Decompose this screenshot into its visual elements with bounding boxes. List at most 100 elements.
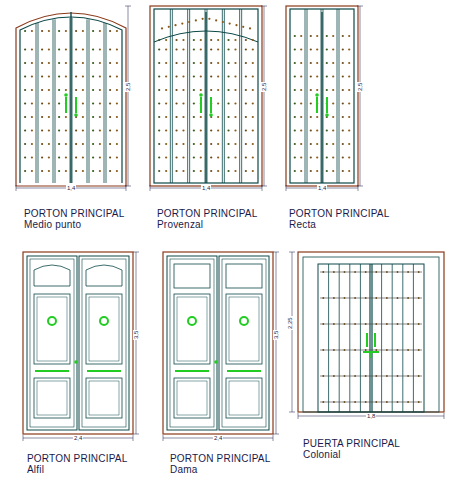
stud (82, 170, 84, 172)
stud (82, 156, 84, 158)
stud (333, 401, 335, 403)
door-stroke (125, 6, 131, 7)
stud (322, 349, 324, 351)
stud (31, 48, 33, 50)
stud (326, 35, 328, 37)
stud (193, 129, 195, 131)
door-stroke (27, 256, 77, 430)
stud (24, 62, 26, 64)
stud (210, 89, 212, 91)
door-stroke (175, 370, 209, 372)
door-stroke (273, 252, 279, 253)
door-stroke (219, 256, 269, 430)
door-stroke (321, 12, 322, 183)
door-stroke (261, 186, 267, 187)
stud (31, 62, 33, 64)
stud (109, 30, 111, 32)
stud (58, 116, 60, 118)
stud (182, 89, 184, 91)
stud (245, 89, 247, 91)
stud (326, 75, 328, 77)
stud (31, 170, 33, 172)
stud (31, 102, 33, 104)
door-stroke (381, 264, 382, 412)
door-stroke (402, 264, 403, 412)
stud (161, 27, 163, 29)
stud (316, 129, 318, 131)
door-stroke (290, 9, 354, 183)
stud (214, 360, 218, 364)
stud (175, 89, 177, 91)
stud (294, 170, 296, 172)
stud (300, 143, 302, 145)
stud (245, 62, 247, 64)
stud (234, 156, 236, 158)
stud (234, 48, 236, 50)
stud (109, 48, 111, 50)
door-stroke (371, 264, 372, 412)
stud (92, 30, 94, 32)
stud (227, 89, 229, 91)
stud (116, 89, 118, 91)
stud (65, 62, 67, 64)
stud (365, 323, 367, 325)
stud (92, 116, 94, 118)
stud (58, 170, 60, 172)
stud (342, 129, 344, 131)
stud (227, 116, 229, 118)
door-stroke (87, 370, 121, 372)
door-stroke (207, 9, 208, 183)
stud (99, 62, 101, 64)
stud (165, 39, 167, 41)
door-stroke (222, 259, 266, 427)
stud (165, 143, 167, 145)
stud (210, 170, 212, 172)
door-caption: PORTON PRINCIPAL (27, 453, 127, 464)
door-stroke (34, 265, 70, 286)
stud (252, 156, 254, 158)
door-knocker (188, 317, 196, 325)
door-stroke (133, 434, 139, 435)
door-stroke (16, 13, 126, 186)
stud (193, 116, 195, 118)
stud (193, 48, 195, 50)
stud (332, 129, 334, 131)
stud (200, 129, 202, 131)
stud (75, 170, 77, 172)
door-stroke (366, 333, 368, 347)
stud (348, 75, 350, 77)
stud (326, 129, 328, 131)
dimension-label: 1,8 (366, 413, 376, 420)
stud (222, 21, 224, 23)
stud (193, 143, 195, 145)
stud (386, 297, 388, 299)
stud (375, 297, 377, 299)
door-stroke (261, 6, 267, 7)
door-stroke (273, 435, 274, 441)
door-stroke (163, 252, 273, 434)
stud (65, 170, 67, 172)
stud (182, 102, 184, 104)
stud (193, 62, 195, 64)
stud (245, 129, 247, 131)
door-stroke (316, 97, 318, 113)
stud (375, 349, 377, 351)
stud (217, 39, 219, 41)
door-stroke (189, 9, 190, 183)
stud (300, 35, 302, 37)
stud (418, 271, 420, 273)
stud (234, 143, 236, 145)
stud (234, 39, 236, 41)
dimension-label: 2,4 (213, 435, 223, 442)
stud (75, 62, 77, 64)
stud (217, 75, 219, 77)
stud (165, 75, 167, 77)
dimension-label: 1,4 (317, 185, 327, 192)
stud (407, 271, 409, 273)
stud (75, 89, 77, 91)
stud (116, 170, 118, 172)
stud (407, 297, 409, 299)
door-stroke (349, 264, 350, 412)
stud (342, 35, 344, 37)
stud (316, 62, 318, 64)
